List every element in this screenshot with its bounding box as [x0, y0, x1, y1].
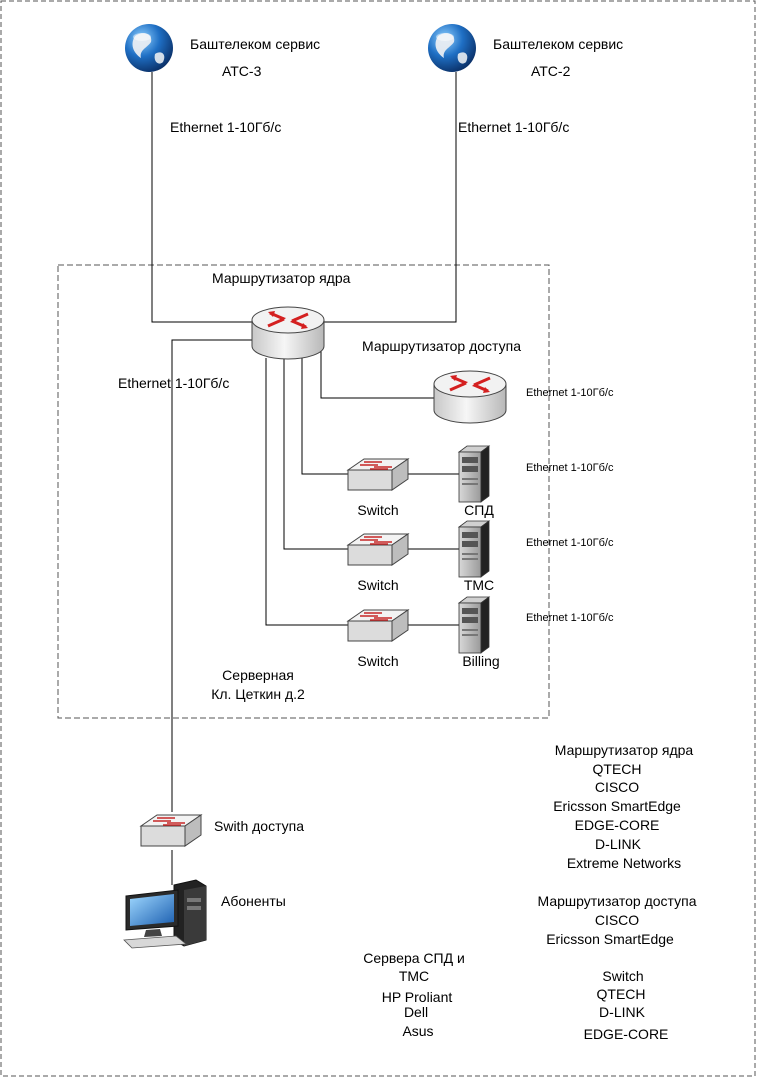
- server-tower-icon: [458, 445, 490, 503]
- vendor-heading: ТМС: [398, 968, 430, 984]
- vendor-heading: Маршрутизатор доступа: [537, 893, 697, 909]
- server-label: СПД: [464, 502, 494, 518]
- vendor-item: EDGE-CORE: [583, 1026, 669, 1042]
- provider-station: АТС-3: [222, 63, 262, 79]
- switch-icon: [347, 533, 409, 566]
- router-icon: [250, 305, 326, 361]
- access-switch-label: Swith доступа: [214, 818, 305, 834]
- server-room-caption: Серверная: [222, 667, 294, 683]
- router-icon: [432, 369, 508, 425]
- vendor-heading: Маршрутизатор ядра: [554, 742, 694, 758]
- uplink-label: Ethernet 1-10Гб/с: [118, 375, 230, 391]
- switch-label: Switch: [357, 653, 399, 669]
- access-router-label: Маршрутизатор доступа: [362, 338, 521, 354]
- switch-label: Switch: [357, 577, 399, 593]
- switch-icon: [347, 458, 409, 491]
- vendor-item: EDGE-CORE: [574, 817, 660, 833]
- server-tower-icon: [458, 520, 490, 578]
- vendor-item: CISCO: [594, 912, 640, 928]
- server-label: ТМС: [463, 577, 495, 593]
- subscribers-label: Абоненты: [221, 893, 286, 909]
- switch-icon: [347, 609, 409, 642]
- provider-name: Баштелеком сервис: [190, 36, 321, 52]
- vendor-item: QTECH: [596, 986, 646, 1002]
- server-room-frame: [57, 264, 550, 719]
- vendor-item: HP Proliant: [381, 989, 453, 1005]
- vendor-item: Ericsson SmartEdge: [553, 798, 681, 814]
- provider-link: Ethernet 1-10Гб/с: [458, 119, 570, 135]
- vendor-item: Asus: [402, 1023, 434, 1039]
- switch-icon: [140, 814, 202, 847]
- vendor-item: QTECH: [592, 761, 642, 777]
- vendor-item: D-LINK: [595, 836, 641, 852]
- provider-link: Ethernet 1-10Гб/с: [170, 119, 282, 135]
- vendor-item: Extreme Networks: [566, 855, 682, 871]
- server-link-label: Ethernet 1-10Гб/с: [526, 537, 614, 549]
- server-link-label: Ethernet 1-10Гб/с: [526, 612, 614, 624]
- server-room-address: Кл. Цеткин д.2: [211, 686, 305, 702]
- globe-icon: [125, 24, 173, 72]
- vendor-item: Ericsson SmartEdge: [546, 931, 674, 947]
- server-label: Billing: [462, 653, 500, 669]
- globe-icon: [428, 24, 476, 72]
- provider-name: Баштелеком сервис: [493, 36, 624, 52]
- provider-station: АТС-2: [531, 63, 571, 79]
- vendor-heading: Switch: [602, 968, 644, 984]
- vendor-heading: Сервера СПД и: [363, 950, 465, 966]
- vendor-item: CISCO: [594, 779, 640, 795]
- vendor-item: D-LINK: [599, 1004, 645, 1020]
- connection-lines: [151, 72, 460, 885]
- workstation-icon: [123, 879, 207, 949]
- switch-label: Switch: [357, 502, 399, 518]
- vendor-item: Dell: [403, 1004, 429, 1020]
- server-tower-icon: [458, 596, 490, 654]
- core-router-label: Маршрутизатор ядра: [212, 270, 351, 286]
- server-link-label: Ethernet 1-10Гб/с: [526, 462, 614, 474]
- access-router-link-label: Ethernet 1-10Гб/с: [526, 387, 614, 399]
